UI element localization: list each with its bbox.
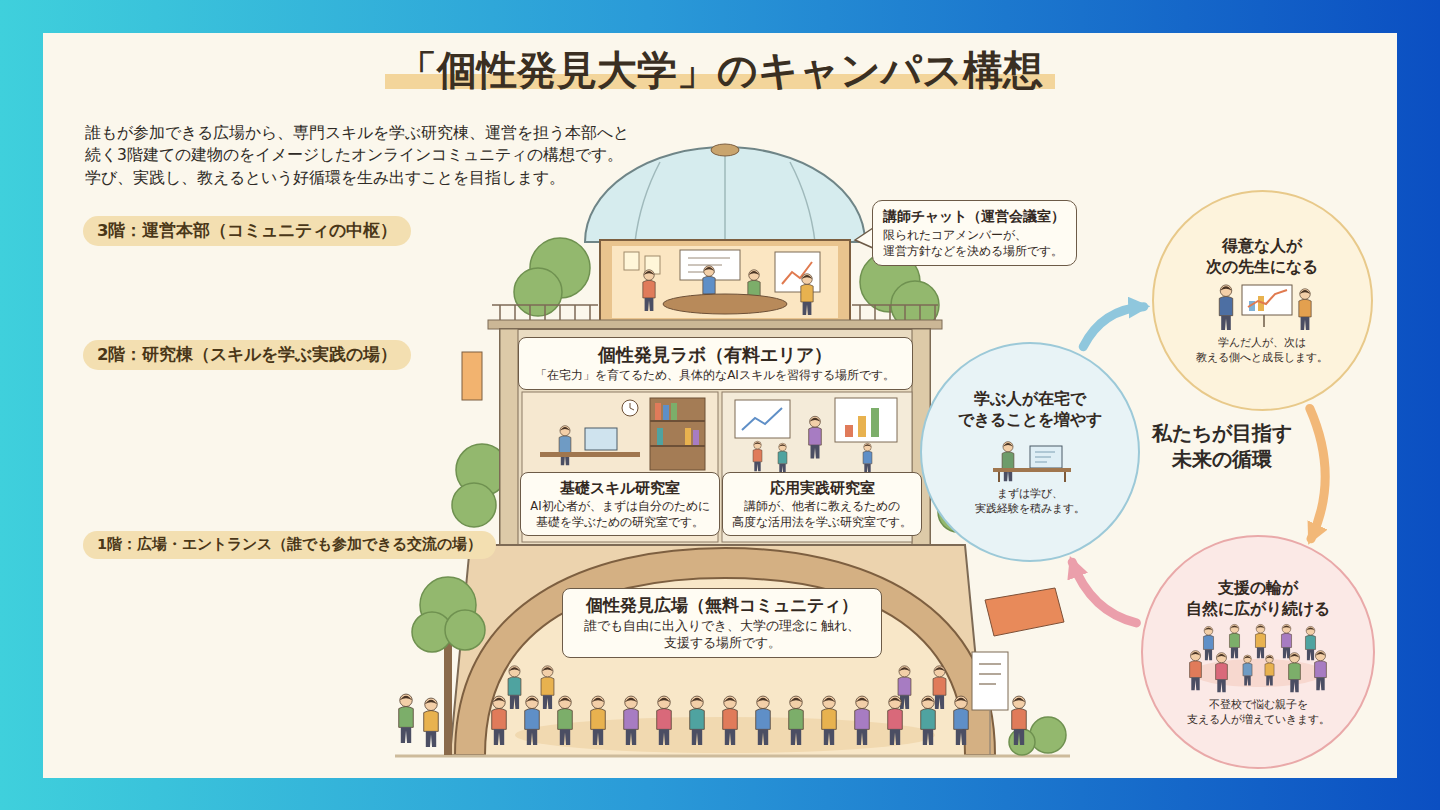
cycle-arrow	[1310, 408, 1325, 538]
node-body: 学んだ人が、次は 教える側へと成長します。	[1182, 336, 1342, 366]
circle-illustration	[1202, 281, 1322, 331]
circle-content: 支援の輪が 自然に広がり続ける 不登校で悩む親子を 支える人が増えていきます。	[1178, 577, 1338, 728]
node-body: 限られたコアメンバーが、 運営方針などを決める場所です。	[883, 227, 1066, 259]
node-body: 不登校で悩む親子を 支える人が増えていきます。	[1178, 698, 1338, 728]
lab-floor	[462, 329, 930, 545]
node-heading: 支援の輪が 自然に広がり続ける	[1178, 577, 1338, 620]
intro-text: 誰もが参加できる広場から、専門スキルを学ぶ研究棟、運営を担う本部へと 続く3階建…	[85, 122, 645, 189]
cycle-center-text: 私たちが目指す 未来の循環	[1147, 420, 1297, 472]
diagram-title: 「個性発見大学」のキャンパス構想	[0, 44, 1440, 96]
node-body: 講師が、他者に教えるための 高度な活用法を学ぶ研究室です。	[731, 498, 913, 530]
crowd	[399, 666, 1027, 747]
circle-illustration	[1183, 623, 1333, 693]
node-heading: 得意な人が 次の先生になる	[1182, 235, 1342, 278]
node-heading: 1階：広場・エントランス（誰でも参加できる交流の場）	[97, 535, 482, 555]
cycle-arrow	[1072, 562, 1136, 623]
node-body: 誰でも自由に出入りでき、大学の理念に 触れ、支援する場所です。	[571, 617, 873, 652]
cycle-circle: 学ぶ人が在宅で できることを増やす まずは学び、 実践経験を積みます。	[920, 342, 1140, 562]
support-ring-illustration	[1183, 623, 1333, 693]
floor-label: 2階：研究棟（スキルを学ぶ実践の場）	[83, 340, 411, 370]
plaza-floor	[395, 545, 1070, 756]
desk-illustration	[975, 434, 1085, 482]
node-heading: 基礎スキル研究室	[529, 478, 711, 498]
room-box: 個性発見広場（無料コミュニティ）誰でも自由に出入りでき、大学の理念に 触れ、支援…	[562, 588, 882, 658]
node-body: 「在宅力」を育てるため、具体的なAIスキルを習得する場所です。	[527, 367, 904, 384]
node-heading: 講師チャット（運営会議室）	[883, 207, 1066, 227]
panel	[43, 33, 1397, 778]
node-heading: 学ぶ人が在宅で できることを増やす	[950, 388, 1110, 431]
title-text: 「個性発見大学」のキャンパス構想	[385, 47, 1055, 93]
dome-floor	[585, 144, 873, 322]
node-heading: 個性発見広場（無料コミュニティ）	[571, 594, 873, 617]
node-heading: 3階：運営本部（コミュニティの中枢）	[97, 220, 397, 242]
circle-illustration	[975, 434, 1085, 482]
speech-bubble: 講師チャット（運営会議室）限られたコアメンバーが、 運営方針などを決める場所です…	[872, 200, 1077, 266]
node-heading: 個性発見ラボ（有料エリア）	[527, 343, 904, 367]
circle-content: 得意な人が 次の先生になる 学んだ人が、次は 教える側へと成長します。	[1182, 235, 1342, 366]
room-box: 基礎スキル研究室AI初心者が、まずは自分のために 基礎を学ぶための研究室です。	[520, 472, 720, 536]
cycle-circle: 得意な人が 次の先生になる 学んだ人が、次は 教える側へと成長します。	[1152, 190, 1373, 411]
floor-label: 1階：広場・エントランス（誰でも参加できる交流の場）	[83, 531, 496, 559]
circle-content: 学ぶ人が在宅で できることを増やす まずは学び、 実践経験を積みます。	[950, 388, 1110, 517]
node-body: AI初心者が、まずは自分のために 基礎を学ぶための研究室です。	[529, 498, 711, 530]
node-body: まずは学び、 実践経験を積みます。	[950, 487, 1110, 517]
room-box: 個性発見ラボ（有料エリア）「在宅力」を育てるため、具体的なAIスキルを習得する場…	[518, 337, 913, 390]
room-box: 応用実践研究室講師が、他者に教えるための 高度な活用法を学ぶ研究室です。	[722, 472, 922, 536]
floor-label: 3階：運営本部（コミュニティの中枢）	[83, 216, 411, 246]
node-heading: 2階：研究棟（スキルを学ぶ実践の場）	[97, 344, 397, 366]
node-heading: 応用実践研究室	[731, 478, 913, 498]
cycle-circle: 支援の輪が 自然に広がり続ける 不登校で悩む親子を 支える人が増えていきます。	[1141, 535, 1375, 769]
balcony	[488, 305, 942, 329]
cycle-arrow	[1083, 307, 1144, 347]
teacher-illustration	[1202, 281, 1322, 331]
